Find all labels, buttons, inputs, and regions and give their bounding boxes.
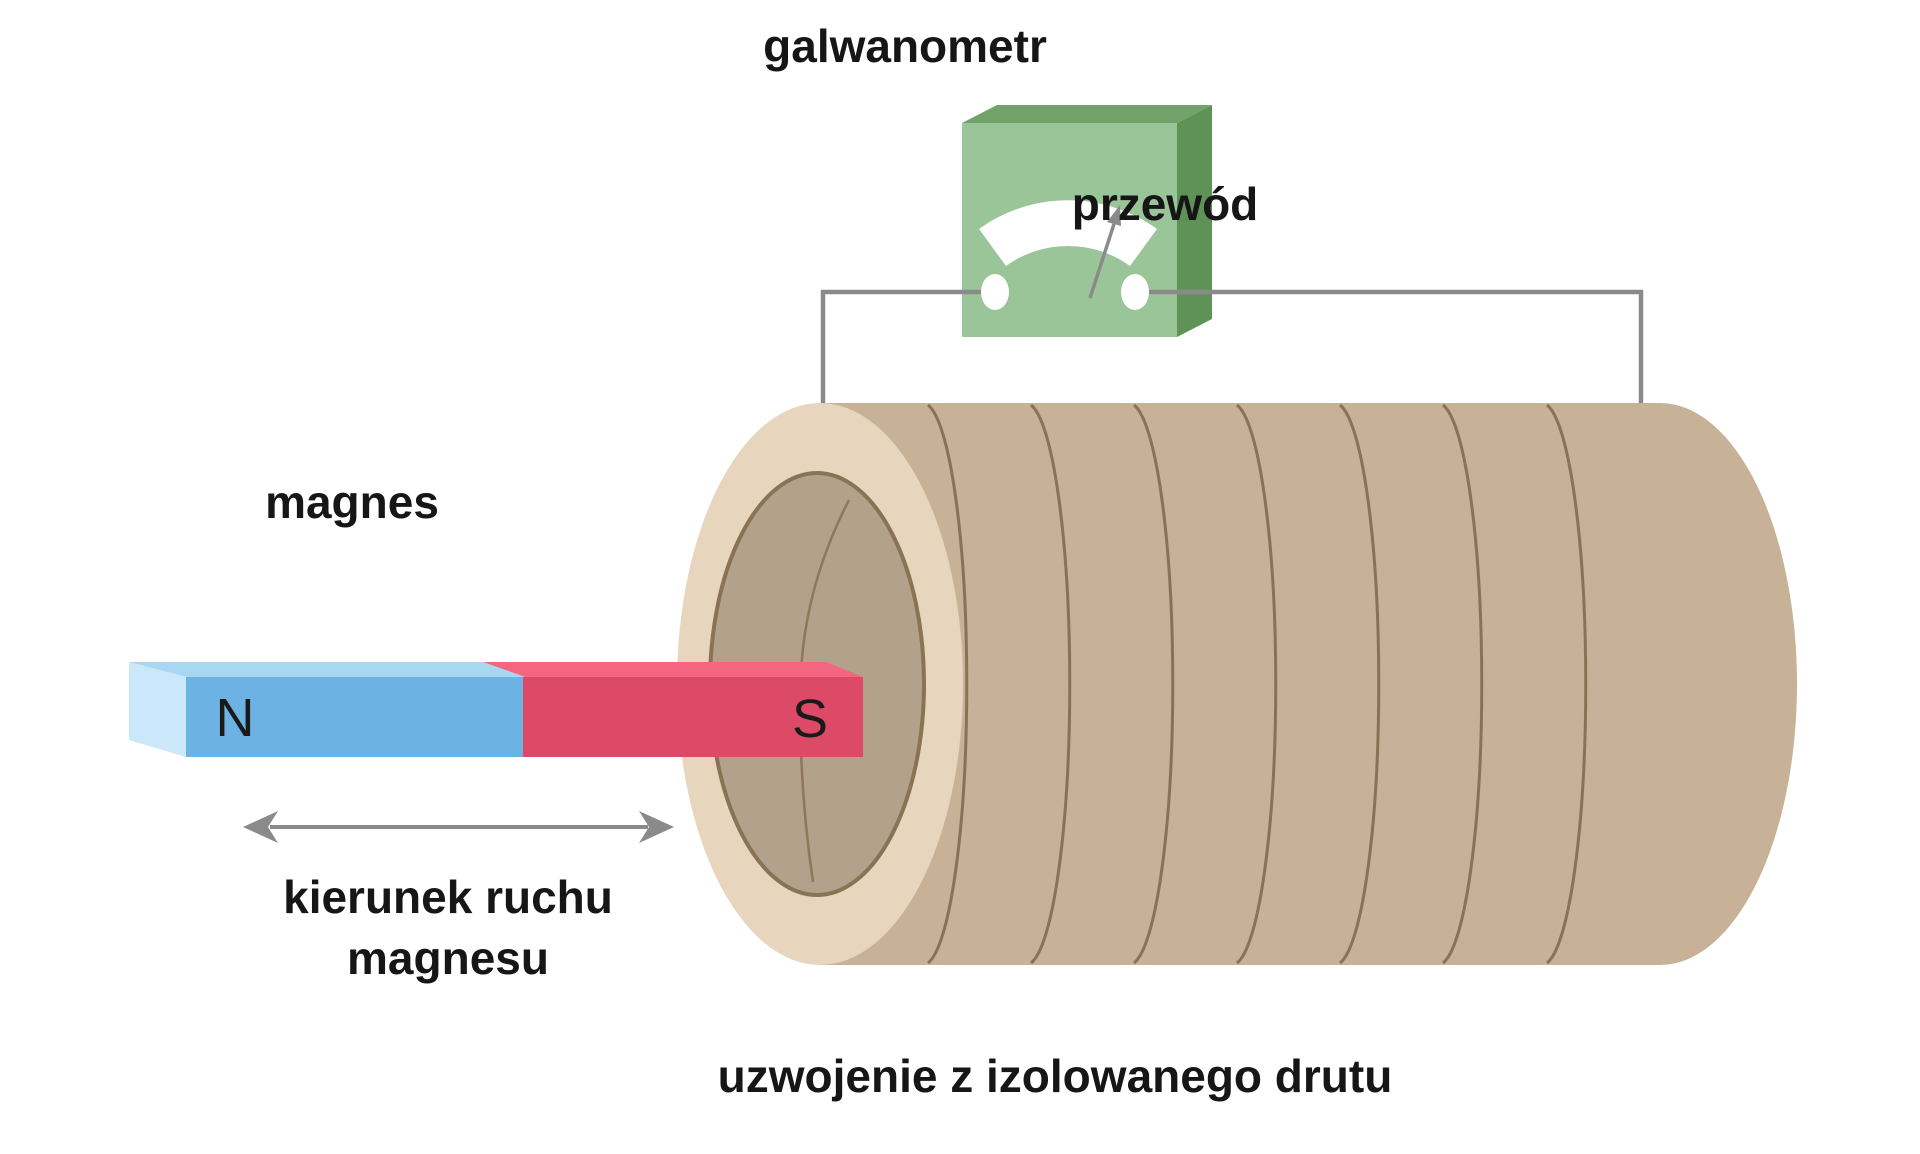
magnet-end-face: [129, 662, 186, 757]
winding-line: [1442, 403, 1484, 965]
magnet-front-south: [523, 677, 863, 757]
galvanometer-top-face: [962, 105, 1212, 123]
circuit-wires: [820, 289, 1644, 410]
winding-line: [927, 403, 969, 965]
winding-line: [1133, 403, 1175, 965]
coil-label: uzwojenie z izolowanego drutu: [717, 1050, 1393, 1102]
galvanometer-needle-tip-icon: [1107, 205, 1121, 226]
galvanometer-label: galwanometr: [763, 20, 1047, 72]
south-pole-label: S: [791, 689, 829, 749]
coil-winding-lines: [927, 403, 1588, 965]
north-pole-label: N: [215, 688, 255, 748]
wire-right: [1135, 289, 1644, 410]
arrow-right-icon: [639, 811, 674, 843]
magnet-front-north: [186, 677, 523, 757]
direction-label: kierunek ruchu magnesu: [283, 867, 613, 989]
wire-left: [820, 289, 995, 410]
direction-label-line1: kierunek ruchu: [283, 871, 613, 923]
galvanometer-side-face: [1177, 105, 1212, 337]
winding-line: [1339, 403, 1381, 965]
magnet-top-north: [129, 662, 525, 677]
galvanometer-needle: [1088, 223, 1116, 299]
winding-line: [1030, 403, 1072, 965]
magnet-label: magnes: [265, 476, 439, 528]
direction-arrow: [243, 811, 674, 843]
winding-line: [1546, 403, 1588, 965]
galvanometer-terminal-right: [1121, 274, 1149, 310]
winding-line: [1236, 403, 1278, 965]
galvanometer-terminal-left: [981, 274, 1009, 310]
wire-label: przewód: [1071, 178, 1259, 230]
arrow-left-icon: [243, 811, 278, 843]
direction-label-line2: magnesu: [347, 932, 549, 984]
magnet-top-south: [483, 662, 863, 677]
bar-magnet: [129, 662, 863, 757]
